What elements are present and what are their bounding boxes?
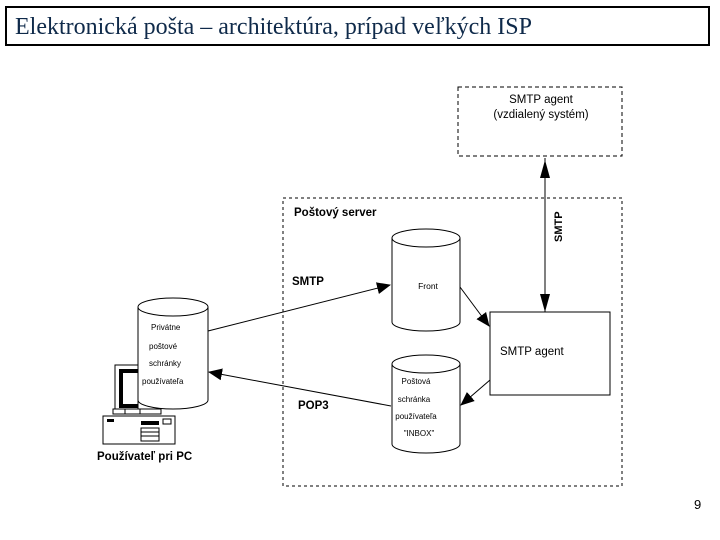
remote-link-label: SMTP	[553, 211, 565, 242]
client-pop3-label: POP3	[298, 400, 329, 412]
slide-title: Elektronická pošta – architektúra, prípa…	[15, 14, 532, 40]
front-label: Front	[418, 281, 438, 291]
private-line-1: Privátne	[151, 323, 181, 332]
mail-server-group: Poštový server	[282, 197, 623, 487]
inbox-line-4: "INBOX"	[404, 429, 435, 438]
private-mailboxes-cylinder: Privátne poštové schránky používateľa	[137, 297, 209, 410]
private-line-3: schránky	[149, 359, 181, 368]
slide-title-box: Elektronická pošta – architektúra, prípa…	[5, 6, 710, 46]
client-smtp-label: SMTP	[292, 276, 324, 288]
arrow-down-icon	[540, 294, 550, 312]
private-line-4: používateľa	[142, 377, 184, 386]
inbox-line-1: Poštová	[402, 377, 431, 386]
private-line-2: poštové	[149, 342, 178, 351]
inbox-line-2: schránka	[398, 395, 431, 404]
arrow-up-icon	[540, 160, 550, 178]
pc-user-label: Používateľ pri PC	[97, 451, 192, 463]
remote-smtp-link: SMTP	[540, 158, 565, 312]
remote-agent-line2: (vzdialený systém)	[493, 109, 588, 121]
client-smtp-arrow	[207, 282, 391, 332]
local-agent-label: SMTP agent	[500, 346, 565, 358]
remote-smtp-agent-box: SMTP agent (vzdialený systém)	[457, 86, 623, 157]
agent-to-inbox-arrow	[460, 379, 491, 406]
pc-icon	[102, 364, 176, 445]
front-queue-cylinder: Front	[391, 228, 461, 332]
mail-server-label: Poštový server	[294, 207, 377, 219]
client-pop3-arrow	[208, 368, 392, 407]
front-to-agent-arrow	[459, 286, 490, 327]
inbox-line-3: používateľa	[395, 412, 437, 421]
local-smtp-agent-box: SMTP agent	[489, 311, 611, 396]
remote-agent-line1: SMTP agent	[509, 94, 574, 106]
inbox-cylinder: Poštová schránka používateľa "INBOX"	[391, 354, 461, 454]
page-number: 9	[694, 497, 702, 512]
